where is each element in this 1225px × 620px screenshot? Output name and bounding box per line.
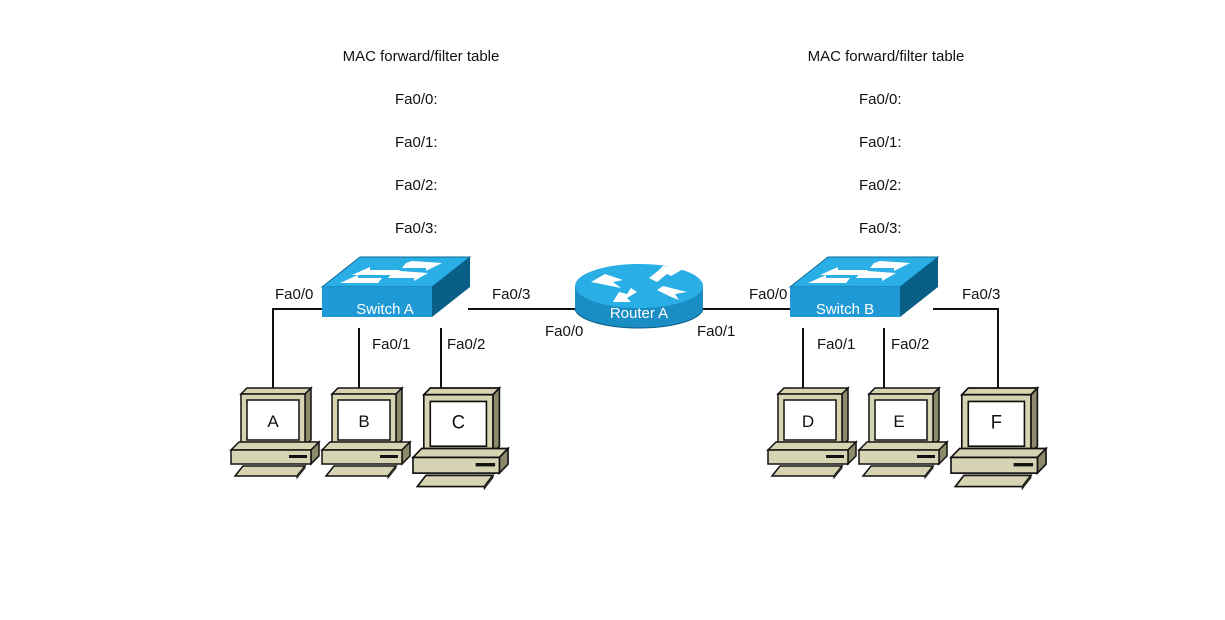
pc-icon xyxy=(321,387,411,479)
mac-table-row: Fa0/2: xyxy=(859,177,902,194)
mac-table-switch-a: MAC forward/filter table Fa0/0: Fa0/1: F… xyxy=(343,48,500,237)
switch-label: Switch B xyxy=(816,301,874,318)
host-label: A xyxy=(267,412,279,431)
host-f[interactable]: F xyxy=(950,387,1047,490)
mac-table-row: Fa0/1: xyxy=(395,134,438,151)
host-label: D xyxy=(802,412,814,431)
mac-table-row: Fa0/0: xyxy=(859,91,902,108)
host-label: B xyxy=(358,412,369,431)
pc-icon xyxy=(767,387,857,479)
port-label: Fa0/2 xyxy=(447,336,485,353)
port-label: Fa0/1 xyxy=(372,336,410,353)
host-label: E xyxy=(893,412,904,431)
pc-icon xyxy=(230,387,320,479)
link-switch-b-host-f xyxy=(933,308,999,388)
router-label: Router A xyxy=(610,305,668,322)
pc-icon xyxy=(412,387,509,490)
router-a[interactable]: Router A xyxy=(574,264,704,329)
host-d[interactable]: D xyxy=(767,387,857,479)
mac-table-row: Fa0/0: xyxy=(395,91,438,108)
pc-icon xyxy=(950,387,1047,490)
host-label: C xyxy=(452,411,465,432)
port-label: Fa0/3 xyxy=(962,286,1000,303)
port-label: Fa0/1 xyxy=(697,323,735,340)
host-c[interactable]: C xyxy=(412,387,509,490)
mac-table-row: Fa0/3: xyxy=(395,220,438,237)
port-label: Fa0/3 xyxy=(492,286,530,303)
links xyxy=(272,308,999,388)
mac-table-switch-b: MAC forward/filter table Fa0/0: Fa0/1: F… xyxy=(808,48,965,237)
host-a[interactable]: A xyxy=(230,387,320,479)
mac-table-row: Fa0/1: xyxy=(859,134,902,151)
port-label: Fa0/2 xyxy=(891,336,929,353)
router-icon xyxy=(574,264,704,329)
mac-table-title: MAC forward/filter table xyxy=(808,48,965,65)
port-label: Fa0/1 xyxy=(817,336,855,353)
mac-table-row: Fa0/2: xyxy=(395,177,438,194)
switch-b[interactable]: Switch B xyxy=(789,256,939,318)
mac-table-row: Fa0/3: xyxy=(859,220,902,237)
switch-label: Switch A xyxy=(356,301,414,318)
port-label: Fa0/0 xyxy=(275,286,313,303)
switch-b-port-labels: Fa0/0 Fa0/1 Fa0/2 Fa0/3 xyxy=(749,286,1000,353)
port-label: Fa0/0 xyxy=(545,323,583,340)
host-e[interactable]: E xyxy=(858,387,948,479)
mac-table-title: MAC forward/filter table xyxy=(343,48,500,65)
pc-icon xyxy=(858,387,948,479)
host-label: F xyxy=(991,411,1002,432)
link-switch-a-host-a xyxy=(272,308,324,388)
port-label: Fa0/0 xyxy=(749,286,787,303)
switch-a-port-labels: Fa0/0 Fa0/1 Fa0/2 Fa0/3 xyxy=(275,286,530,353)
router-port-labels: Fa0/0 Fa0/1 xyxy=(545,323,735,340)
switch-a[interactable]: Switch A xyxy=(321,256,471,318)
host-b[interactable]: B xyxy=(321,387,411,479)
